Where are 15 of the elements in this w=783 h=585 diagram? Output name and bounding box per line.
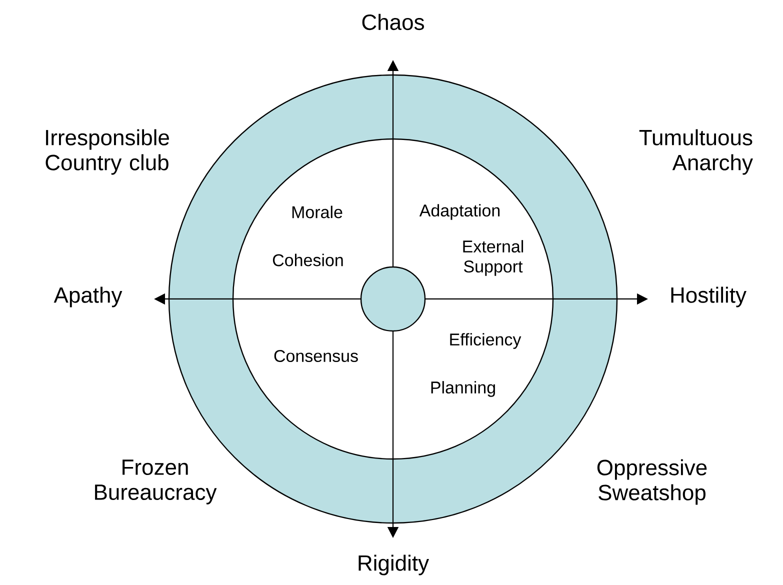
quadrant-item: Cohesion [272, 254, 343, 266]
axis-label: Rigidity [358, 554, 430, 576]
quadrant-item: Adaptation [419, 204, 500, 220]
quadrant-label: Tumultuous Anarchy [639, 129, 753, 175]
quadrant-item: External Support [463, 240, 524, 276]
quadrant-item: Planning [431, 381, 495, 397]
quadrant-label: Frozen Bureaucracy [95, 460, 217, 504]
axis-label: Chaos [362, 14, 424, 30]
axis-label: Hostility [671, 286, 746, 308]
quadrant-item: Consensus [274, 350, 358, 362]
quadrant-item: Morale [292, 206, 342, 218]
quadrant-label: Oppressive Sweatshop [597, 459, 707, 505]
quadrant-item: Efficiency [450, 333, 522, 349]
axis-label: Apathy [54, 286, 122, 308]
quadrant-label: Irresponsible Country club [46, 129, 169, 175]
